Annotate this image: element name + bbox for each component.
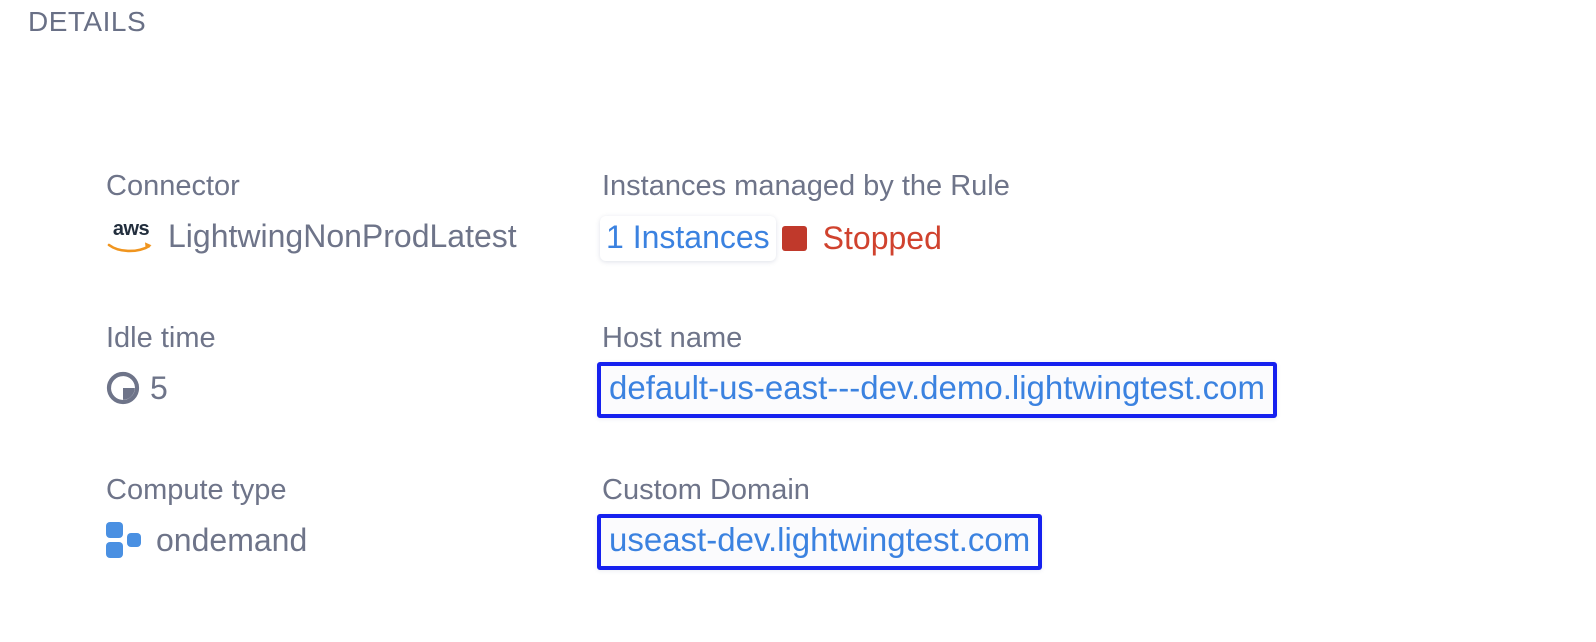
detail-field-connector: Connector aws LightwingNonProdLatest [0,168,600,256]
detail-field-custom-domain: Custom Domain useast-dev.lightwingtest.c… [597,472,1596,571]
page-title: DETAILS [28,6,147,37]
host-name-link-box[interactable]: default-us-east---dev.demo.lightwingtest… [597,362,1278,419]
instances-count-link[interactable]: 1 Instances [600,216,776,261]
status-swatch-icon [781,225,807,251]
compute-block-middle-right [127,533,141,548]
compute-type-value-row: ondemand [106,520,600,560]
detail-row: Connector aws LightwingNonProdLatest Ins… [0,168,1596,320]
detail-field-instances: Instances managed by the Rule 1 Instance… [600,168,1596,261]
compute-type-label: Compute type [106,474,287,506]
idle-time-value-row: 5 [106,368,600,408]
instances-label: Instances managed by the Rule [602,170,1010,202]
compute-type-value: ondemand [156,522,308,559]
custom-domain-label: Custom Domain [602,474,810,506]
clock-icon [106,372,140,405]
detail-row: Compute type ondemand Custom Domain usea… [0,472,1596,624]
aws-logo-icon: aws [106,218,156,254]
detail-field-idle-time: Idle time 5 [0,320,600,408]
detail-row: Idle time 5 Host name default-us-east---… [0,320,1596,472]
idle-time-label: Idle time [106,322,216,354]
connector-value: LightwingNonProdLatest [168,218,517,255]
details-grid: Connector aws LightwingNonProdLatest Ins… [0,168,1596,624]
connector-label: Connector [106,170,240,202]
custom-domain-link-box[interactable]: useast-dev.lightwingtest.com [597,514,1043,571]
idle-time-value: 5 [150,370,168,407]
detail-field-compute-type: Compute type ondemand [0,472,600,560]
custom-domain-value[interactable]: useast-dev.lightwingtest.com [609,521,1031,559]
host-name-label: Host name [602,322,743,354]
host-name-value[interactable]: default-us-east---dev.demo.lightwingtest… [609,369,1266,407]
aws-wordmark: aws [112,218,150,241]
status-badge: Stopped [822,220,942,257]
compute-block-bottom-left [106,542,123,559]
connector-value-row: aws LightwingNonProdLatest [106,216,600,256]
detail-field-host-name: Host name default-us-east---dev.demo.lig… [597,320,1596,419]
aws-swoosh-icon [107,242,152,253]
compute-block-top-left [106,522,123,539]
compute-blocks-icon [106,522,146,559]
instances-value-row: 1 Instances Stopped [600,216,1596,261]
